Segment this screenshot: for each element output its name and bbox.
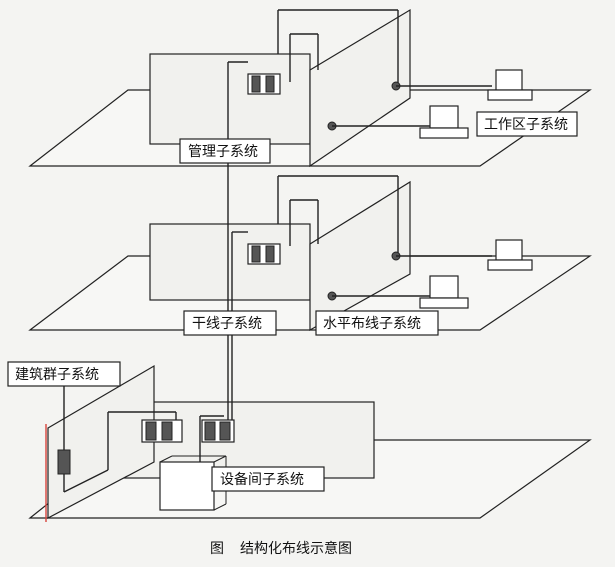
equipment-room-label: 设备间子系统 (220, 471, 304, 488)
equipment-cabinet (159, 455, 227, 511)
figure-caption-prefix: 图 (210, 541, 224, 557)
patch-panel-bottom-left (141, 419, 183, 443)
computer-middle-2 (419, 275, 469, 309)
work-area-label: 工作区子系统 (484, 117, 568, 133)
floor-top: 管理子系统 工作区子系统 (28, 8, 592, 176)
floor-middle-back-wall (149, 223, 311, 301)
floor-bottom-side-wall (47, 364, 155, 519)
backbone-label: 干线子系统 (192, 316, 262, 332)
backbone-label-box (183, 310, 277, 336)
patch-panel-top (247, 73, 281, 95)
computer-top-2 (419, 105, 469, 139)
patch-panel-bottom-right (201, 419, 235, 443)
patch-panel-middle (247, 243, 281, 265)
building-connector (57, 449, 71, 475)
computer-middle-1 (487, 239, 533, 271)
work-area-label-box (476, 111, 578, 137)
building-group-label-box (7, 361, 121, 387)
horizontal-label: 水平布线子系统 (323, 316, 421, 332)
management-label: 管理子系统 (188, 144, 258, 160)
floor-top-back-wall (149, 53, 311, 145)
building-group-label: 建筑群子系统 (15, 367, 99, 383)
equipment-room-label-box (211, 466, 325, 492)
horizontal-label-box (315, 310, 439, 336)
floor-middle: 干线子系统 水平布线子系统 (28, 175, 592, 344)
computer-top-1 (487, 69, 533, 101)
floor-bottom: 设备间子系统 建筑群子系统 (7, 344, 592, 519)
management-label-box (179, 138, 271, 164)
figure-caption-title: 结构化布线示意图 (240, 540, 352, 557)
